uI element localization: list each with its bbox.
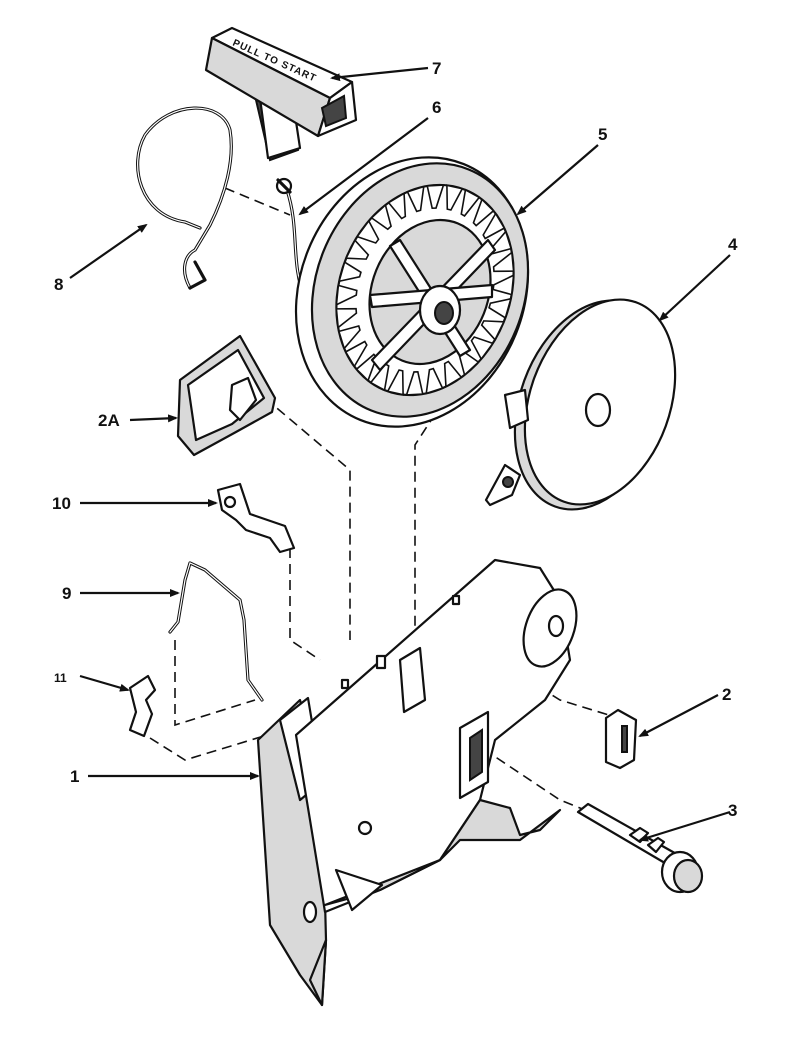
pivot-pin <box>576 802 704 894</box>
cover-disc <box>484 298 677 511</box>
sprocket-tooth <box>482 212 506 240</box>
starter-handle: PULL TO START <box>204 26 358 162</box>
sprocket-tooth <box>344 238 370 260</box>
sprocket-tooth <box>426 184 445 210</box>
ratchet-plate <box>176 334 277 457</box>
sprocket-tooth <box>492 273 515 296</box>
sprocket-tooth <box>386 369 404 396</box>
callout-7: 7 <box>432 59 441 78</box>
sprocket-tooth <box>338 260 362 283</box>
retainer-clip <box>128 674 157 738</box>
sprocket-tooth <box>355 219 380 244</box>
spring-wire <box>168 561 264 702</box>
sprocket-tooth <box>335 307 358 330</box>
callout-10: 10 <box>52 494 71 513</box>
callout-1: 1 <box>70 767 79 786</box>
sprocket-tooth <box>406 185 425 213</box>
callouts: 7 6 5 4 8 2A 10 9 11 1 2 3 <box>52 59 738 842</box>
callout-4: 4 <box>728 235 738 254</box>
sprocket-tooth <box>492 250 515 273</box>
callout-5: 5 <box>598 125 607 144</box>
callout-6: 6 <box>432 98 441 117</box>
pulley-sprocket <box>294 156 530 428</box>
sprocket-tooth <box>446 184 464 211</box>
wire-spring-clip <box>136 106 233 290</box>
callout-8: 8 <box>54 275 63 294</box>
sprocket-tooth <box>405 370 424 396</box>
sprocket-tooth <box>370 203 392 231</box>
sprocket-tooth <box>480 320 506 342</box>
sprocket-tooth <box>344 340 368 368</box>
sprocket-tooth <box>335 284 358 307</box>
sprocket-tooth <box>470 336 495 361</box>
callout-11: 11 <box>54 671 67 685</box>
sprocket-tooth <box>488 297 512 320</box>
sprocket-tooth <box>472 198 495 227</box>
callout-2A: 2A <box>98 411 120 430</box>
mounting-bracket <box>256 558 578 1007</box>
sprocket-tooth <box>460 188 481 217</box>
sprocket-tooth <box>443 360 463 388</box>
callout-9: 9 <box>62 584 71 603</box>
sprocket-tooth <box>337 325 361 351</box>
callout-2: 2 <box>722 685 731 704</box>
latch-piece <box>604 708 638 770</box>
sprocket-tooth <box>425 367 444 395</box>
sprocket-tooth <box>387 192 407 220</box>
pawl-lever <box>216 482 296 554</box>
callout-3: 3 <box>728 801 737 820</box>
